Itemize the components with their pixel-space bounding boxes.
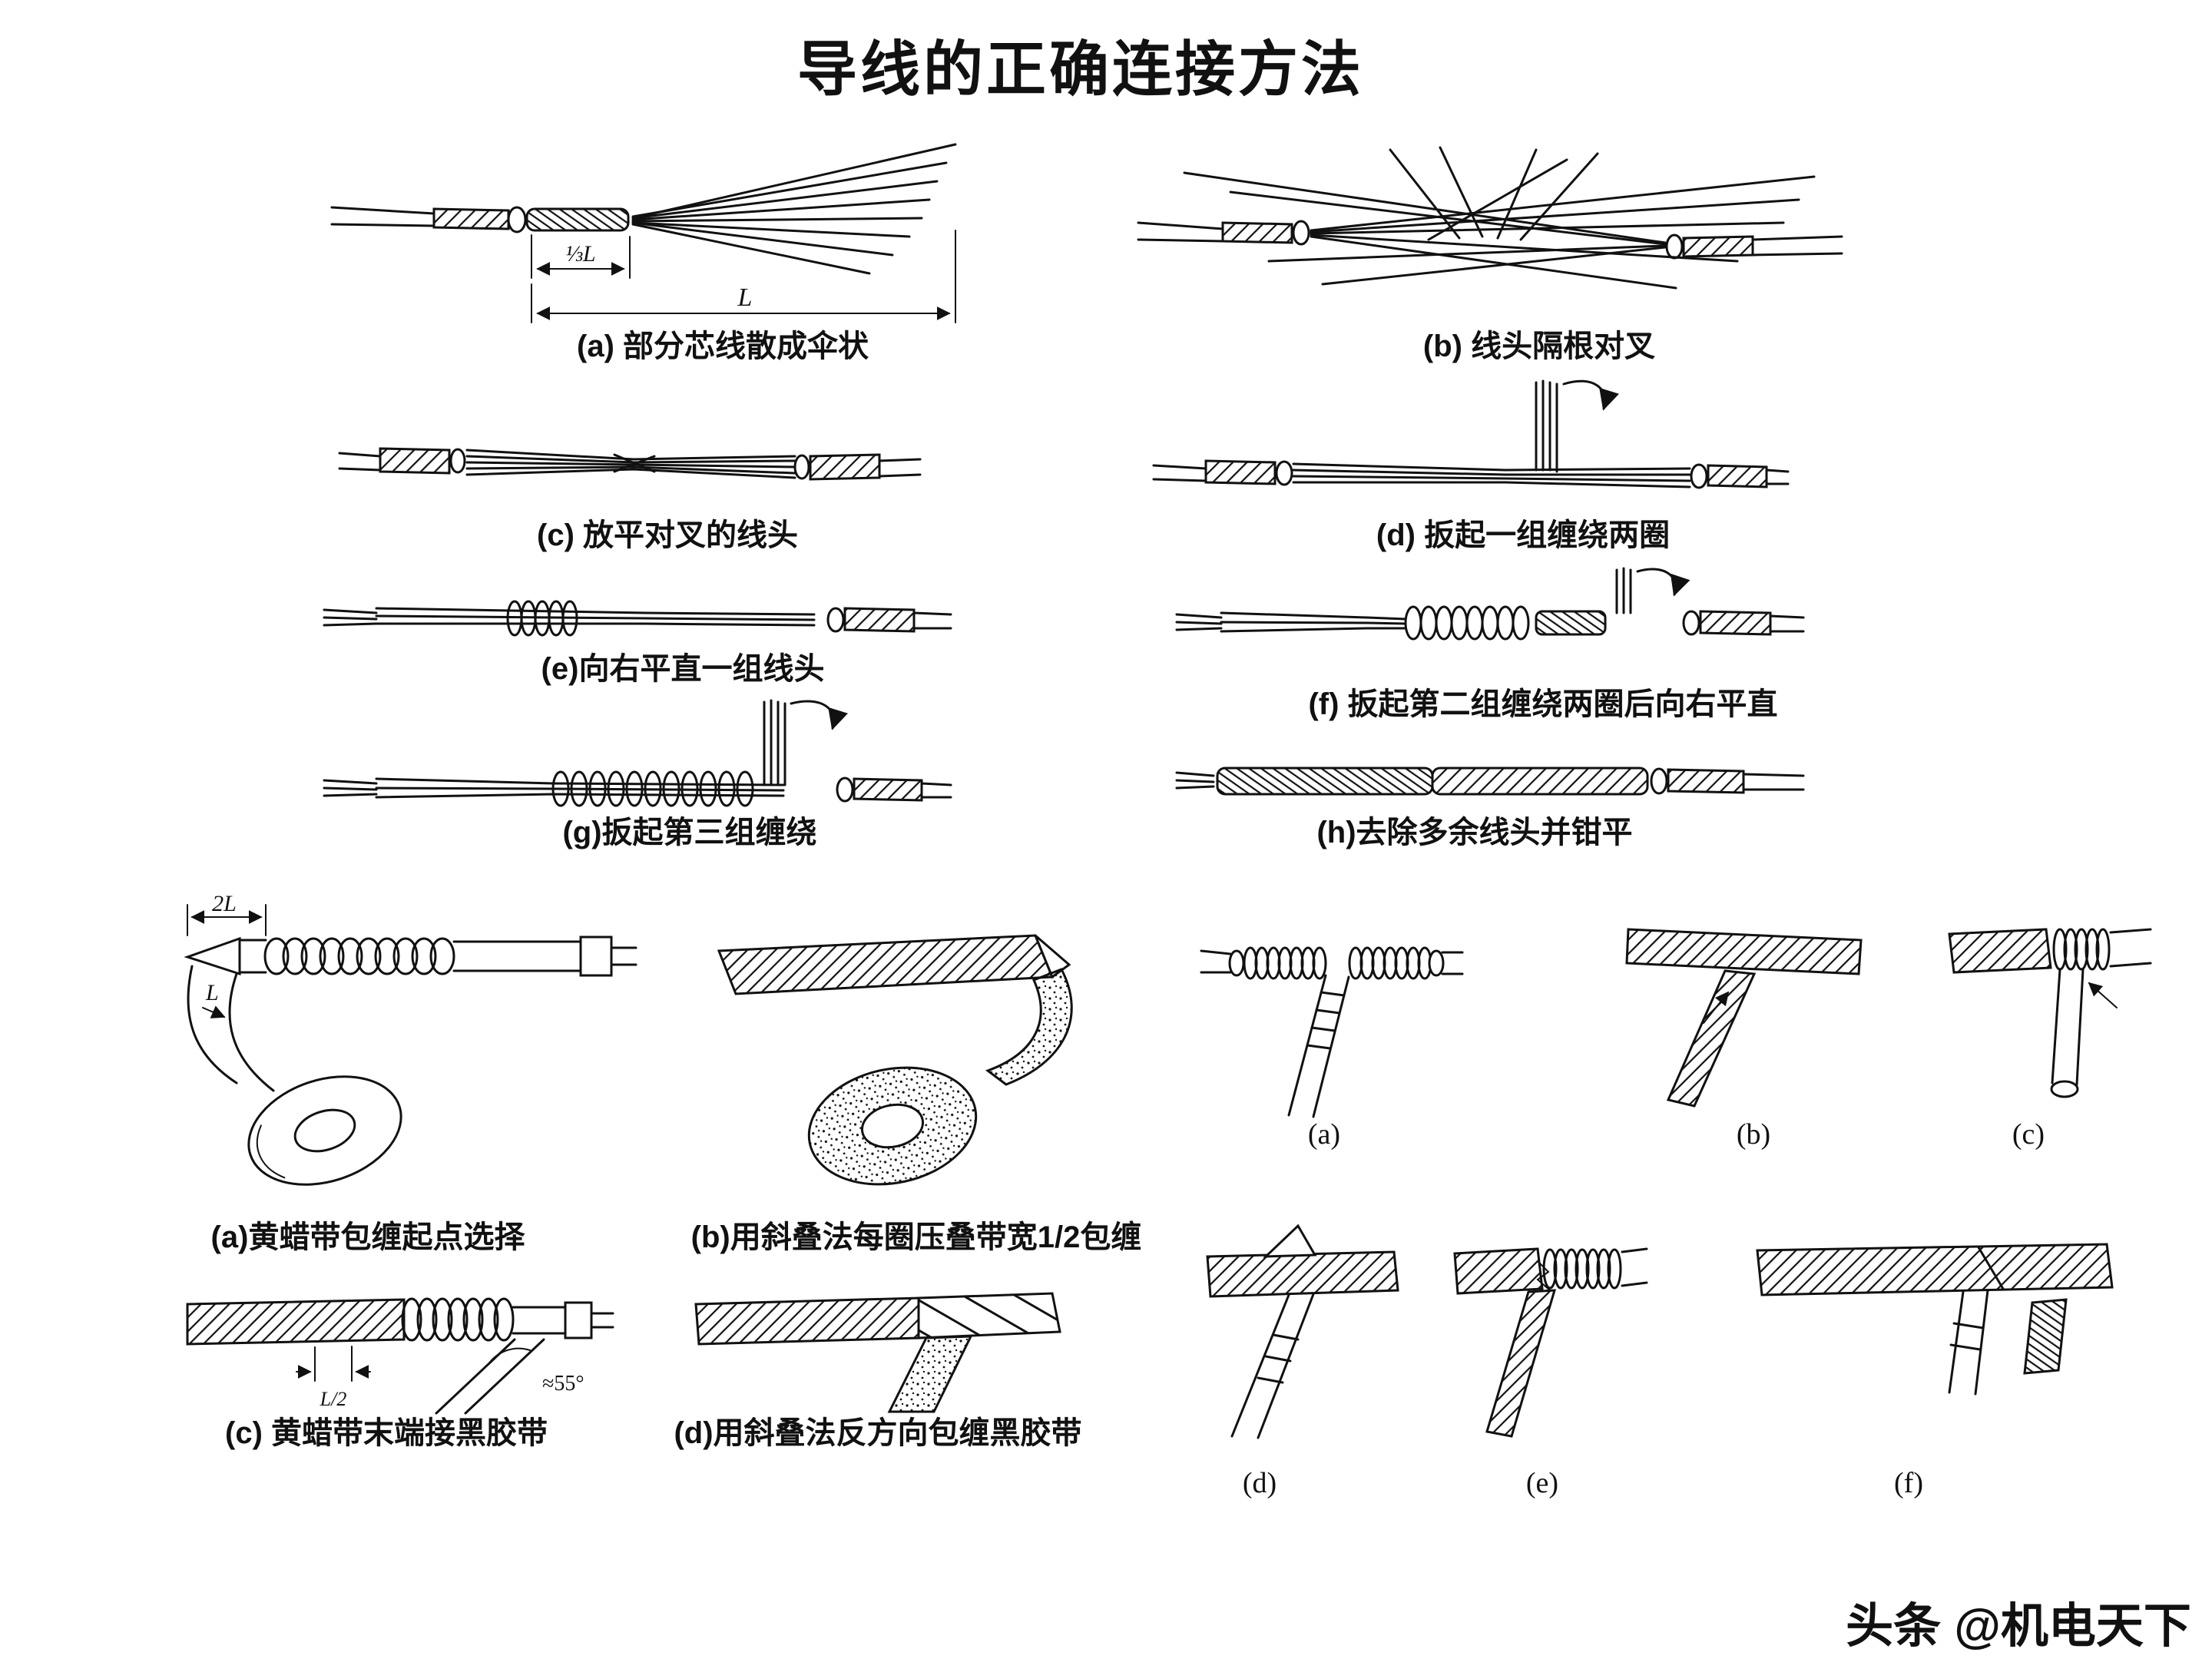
wrapped-coil: [506, 600, 578, 637]
caption-tape-b: (b)用斜叠法每圈压叠带宽1/2包缠: [690, 1220, 1142, 1254]
umbrella-strands: [631, 143, 957, 275]
figure-splice-f-second-wrap: [1175, 567, 1805, 641]
dimension-label-l: L: [737, 283, 753, 312]
tape-band: [187, 965, 275, 1092]
caption-splice-f: (f) 扳起第二组缠绕两圈后向右平直: [1308, 687, 1778, 721]
wrapped-coil: [2052, 928, 2111, 971]
figure-tjoint-b: [1625, 928, 1863, 1108]
wrapped-coil: [1404, 605, 1530, 641]
branch-wire: [1485, 1289, 1557, 1438]
tape-band: [887, 1335, 973, 1413]
tape-fold: [1263, 1224, 1317, 1258]
tjoint-label-a: (a): [1307, 1118, 1341, 1151]
caption-splice-a: (a) 部分芯线散成伞状: [577, 329, 869, 363]
branch-wire: [1230, 1293, 1315, 1439]
cut-tape-end: [2023, 1298, 2068, 1375]
wrap-direction-arrow: [790, 700, 849, 730]
dimension-third-l: ⅓L: [531, 234, 631, 279]
figure-tjoint-a: [1200, 946, 1464, 1118]
tjoint-label-f: (f): [1894, 1467, 1923, 1499]
tjoint-label-c: (c): [2012, 1118, 2045, 1151]
wrap-direction-arrow: [1636, 568, 1690, 597]
dimension-label-l: L: [205, 980, 219, 1005]
figure-tjoint-f: [1756, 1243, 2114, 1396]
figure-tape-b-half-overlap-wrap: [717, 934, 1073, 1186]
pointer-arrow: [1703, 991, 1730, 1024]
figure-tjoint-d: [1206, 1224, 1399, 1439]
figure-splice-a-umbrella-strands: ⅓L L: [330, 143, 957, 323]
branch-wire: [2050, 968, 2085, 1098]
wrapped-coil: [1243, 946, 1432, 980]
caption-tape-c: (c) 黄蜡带末端接黑胶带: [225, 1416, 548, 1450]
dimension-l-band: L: [202, 980, 226, 1018]
tape-start-wedge: [184, 936, 241, 976]
lifted-strand-group: [763, 699, 786, 786]
angle-label: ≈55°: [542, 1372, 584, 1396]
figure-splice-b-interleaved-strands: [1137, 146, 1843, 290]
tjoint-label-d: (d): [1242, 1467, 1277, 1499]
figure-splice-e-straightened-group: [323, 600, 952, 637]
tape-band: [985, 968, 1073, 1086]
lifted-strand-group: [1615, 567, 1632, 614]
figure-tjoint-e: [1453, 1247, 1648, 1438]
caption-splice-d: (d) 扳起一组缠绕两圈: [1376, 518, 1671, 552]
page-title: 导线的正确连接方法: [796, 36, 1365, 103]
wrapped-coil: [263, 937, 455, 975]
figure-tjoint-c: [1948, 928, 2152, 1098]
black-tape-layer: [917, 1292, 1061, 1339]
caption-tape-a: (a)黄蜡带包缠起点选择: [210, 1220, 525, 1254]
lifted-strand-group: [1535, 379, 1558, 473]
tape-roll: [247, 1075, 402, 1186]
wrap-direction-arrow: [1562, 379, 1620, 411]
caption-splice-e: (e)向右平直一组线头: [541, 652, 825, 686]
dimension-label-half-l: L/2: [320, 1388, 347, 1410]
figure-splice-g-third-wrap: [323, 699, 952, 807]
wrap-mark: [1536, 1260, 1551, 1291]
tjoint-label-b: (b): [1736, 1118, 1771, 1151]
tape-fold-line: [1977, 1246, 2005, 1290]
wrapped-coil: [551, 770, 754, 807]
caption-splice-g: (g)扳起第三组缠绕: [562, 816, 817, 849]
figure-splice-h-finished-joint: [1175, 767, 1805, 796]
crossed-strands: [1183, 146, 1816, 290]
figure-tape-c-join-black-tape: ≈55° L/2: [186, 1297, 614, 1415]
dimension-label-third-l: ⅓L: [565, 241, 595, 267]
caption-splice-h: (h)去除多余线头并钳平: [1316, 816, 1633, 849]
figure-splice-d-first-wrap: [1152, 379, 1790, 489]
figure-tape-d-reverse-wrap: [694, 1292, 1061, 1413]
wrapped-coil: [401, 1297, 515, 1342]
dimension-half-l: L/2: [296, 1346, 371, 1410]
black-tape-band: [435, 1338, 545, 1415]
caption-tape-d: (d)用斜叠法反方向包缠黑胶带: [674, 1416, 1082, 1450]
tape-roll: [807, 1066, 978, 1186]
figure-tape-a-start-point: 2L L: [184, 891, 637, 1186]
branch-wire: [1666, 969, 1757, 1108]
dimension-2l: 2L: [187, 891, 267, 936]
figure-splice-c-flattened-strands: [338, 447, 922, 481]
caption-splice-b: (b) 线头隔根对叉: [1422, 329, 1656, 363]
tjoint-label-e: (e): [1525, 1467, 1559, 1499]
caption-splice-c: (c) 放平对叉的线头: [537, 518, 798, 552]
dimension-l: L: [531, 230, 956, 323]
branch-wire: [1287, 974, 1350, 1118]
wrapped-coil: [1542, 1248, 1622, 1290]
watermark: 头条 @机电天下: [1846, 1600, 2191, 1653]
pointer-arrow: [2088, 982, 2118, 1008]
dimension-label-2l: 2L: [212, 891, 237, 916]
branch-wire: [1948, 1289, 1989, 1396]
